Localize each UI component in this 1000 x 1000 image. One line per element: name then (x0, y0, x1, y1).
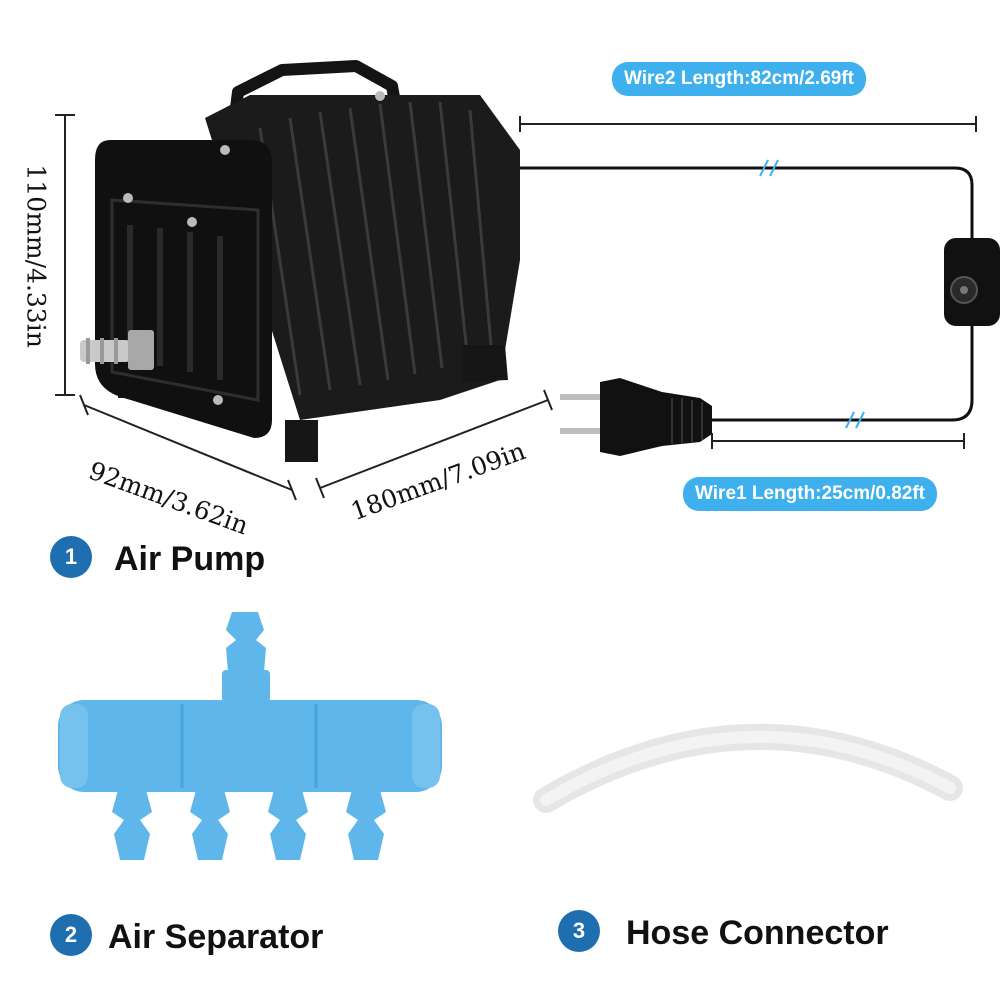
item-label-hose-connector: Hose Connector (626, 914, 889, 952)
item-label-air-pump: Air Pump (114, 540, 266, 578)
item-number-1: 1 (50, 536, 92, 578)
item-label-air-separator: Air Separator (108, 918, 324, 956)
item-number-2: 2 (50, 914, 92, 956)
power-cable-image (520, 166, 974, 422)
wire2-length-badge: Wire2 Length:82cm/2.69ft (612, 62, 867, 96)
height-dimension-line (55, 114, 75, 396)
height-dimension-label: 110mm/4.33in (21, 164, 51, 348)
power-plug-image (560, 378, 712, 456)
wire1-dimension-line (711, 433, 965, 449)
air-separator-image (58, 612, 442, 860)
wire1-length-badge: Wire1 Length:25cm/0.82ft (683, 477, 938, 511)
air-pump-image (80, 60, 520, 462)
inline-switch-image (944, 238, 1000, 326)
wire2-dimension-line (519, 116, 977, 132)
width-dimension-line (79, 394, 297, 501)
length-dimension-line (315, 389, 553, 499)
item-number-3: 3 (558, 910, 600, 952)
